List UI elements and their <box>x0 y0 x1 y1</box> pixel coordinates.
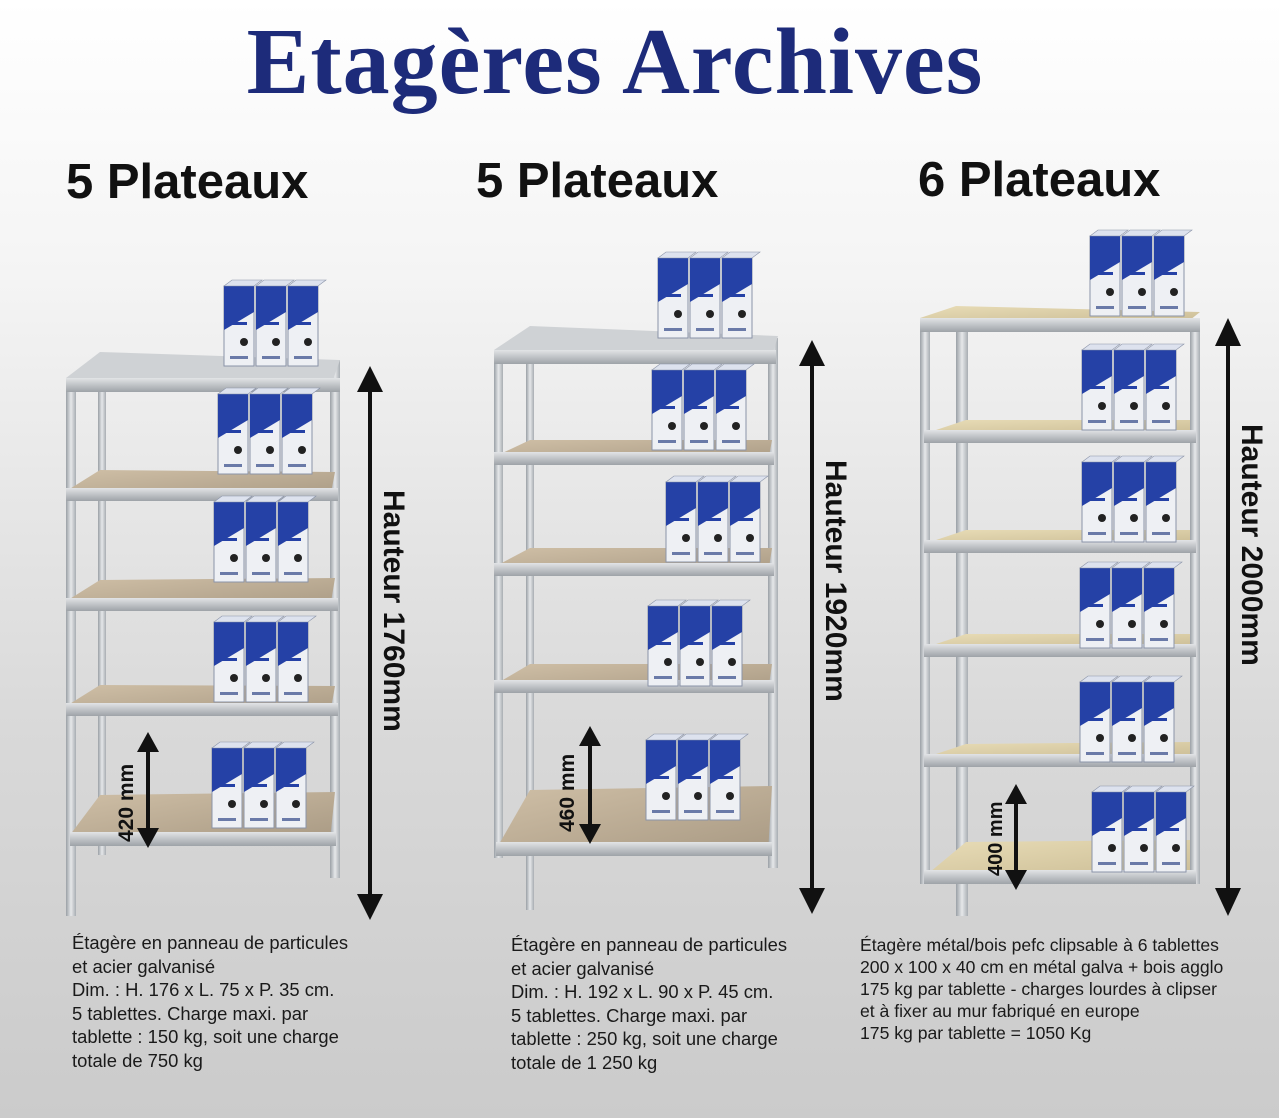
shelf-1-illustration: Hauteur 1760mm 420 mm <box>66 280 410 920</box>
column-1-heading: 5 Plateaux <box>66 155 309 209</box>
shelf-1-archive-boxes <box>212 280 326 828</box>
shelf-2-archive-boxes <box>646 252 768 820</box>
shelf-2-illustration: Hauteur 1920mm 460 mm <box>494 252 852 914</box>
shelf-3-upright-front-left <box>956 310 968 916</box>
shelf-1-upright-right <box>330 360 340 878</box>
page-title: Etagères Archives <box>246 10 984 114</box>
shelf-3-upright-right <box>1190 318 1200 884</box>
column-3-description: Étagère métal/bois pefc clipsable à 6 ta… <box>860 935 1224 1043</box>
shelf-3-spacing-label: 400 mm <box>985 802 1007 877</box>
shelf-1-spacing-label: 420 mm <box>115 764 138 842</box>
column-2-description: Étagère en panneau de particules et acie… <box>511 934 788 1073</box>
shelf-1-upright-left <box>66 378 76 916</box>
shelf-2-height-label: Hauteur 1920mm <box>819 460 852 702</box>
shelf-2-upright-left <box>494 350 503 858</box>
shelf-2-upright-back-left <box>526 330 534 910</box>
shelf-3-illustration: Hauteur 2000mm 400 mm <box>920 230 1268 916</box>
column-1-description: Étagère en panneau de particules et acie… <box>72 932 349 1071</box>
column-3-heading: 6 Plateaux <box>918 153 1161 207</box>
column-2-heading: 5 Plateaux <box>476 154 719 208</box>
shelf-1-height-label: Hauteur 1760mm <box>377 490 410 732</box>
shelf-2-spacing-label: 460 mm <box>556 754 579 832</box>
shelf-2-upright-right <box>768 338 778 868</box>
shelf-3-height-label: Hauteur 2000mm <box>1235 424 1268 666</box>
shelf-3-upright-left <box>920 318 930 884</box>
